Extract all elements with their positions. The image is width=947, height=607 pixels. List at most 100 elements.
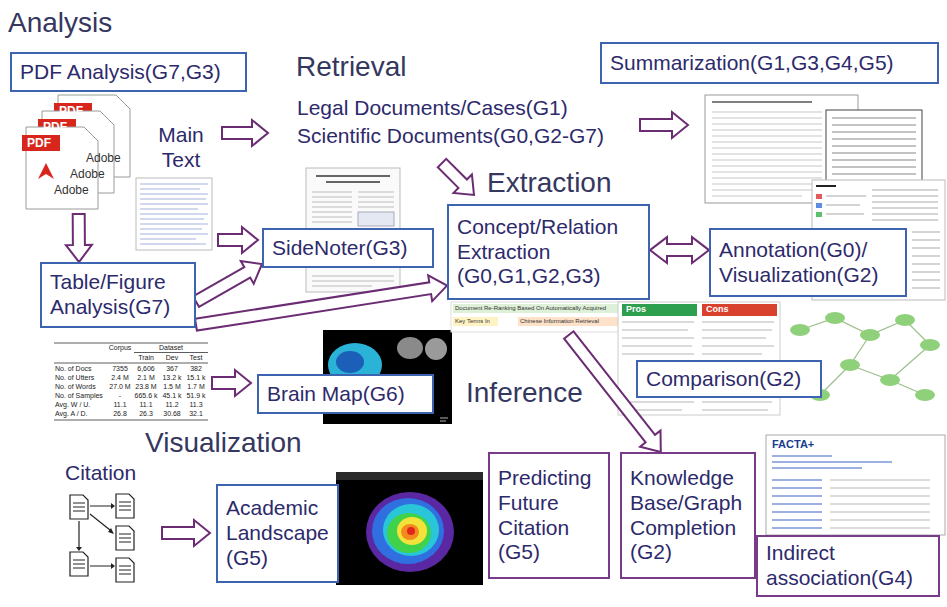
plain-text: Scientific Documents(G0,G2-G7) [297,123,604,148]
comparison-screenshot [618,302,780,415]
cluster-blob [383,504,439,556]
tag-swatch [816,212,822,217]
table-cell: 2.1 M [137,374,155,382]
brain-slice [397,337,423,359]
term-chip [518,317,618,326]
table-cell: 2.4 M [111,374,129,382]
table-cell: 26.8 [113,410,127,418]
citation-link [79,506,111,566]
table-cell: 45.1 k [162,392,181,400]
cluster-blob [397,517,427,545]
term-text: Key Terms In [455,318,490,325]
box-label: Academic Landscape (G5) [226,496,329,570]
document-lines [73,502,131,574]
table-cell: 26.3 [139,410,153,418]
table-cell: 23.8 M [135,383,156,391]
section-heading: Extraction [487,166,612,200]
table-lines [830,480,930,528]
box-label: Concept/Relation Extraction (G0,G1,G2,G3… [457,215,640,289]
graph-node [840,359,860,371]
plain-text: Citation [65,460,136,485]
process-box: Annotation(G0)/ Visualization(G2) [709,228,907,297]
box-label: PDF Analysis(G7,G3) [20,60,237,85]
table-cell: 15.1 k [186,374,205,382]
brain-region [336,351,364,373]
table-header: Corpus [109,344,132,352]
cluster-blob [372,498,444,564]
icon-text: Adobe [70,167,105,181]
graph-node [825,312,845,324]
process-box: Concept/Relation Extraction (G0,G1,G2,G3… [447,204,650,300]
block-arrow [218,227,258,253]
term-text: Document Re-Ranking Based On Automatical… [455,305,606,312]
cluster-blob [387,513,431,553]
landscape-screenshot [336,472,483,585]
table-rule [54,343,208,420]
section-heading: Analysis [8,6,112,40]
block-arrow [222,120,268,146]
graph-node [880,374,900,386]
table-cell: 11.1 [139,401,152,409]
table-cell: 30.68 [163,410,181,418]
term-chip [453,304,638,313]
flow-arrow [66,214,92,262]
process-box: Table/Figure Analysis(G7) [40,262,196,328]
process-box: SideNoter(G3) [262,228,434,268]
term-chip [453,317,498,326]
table-cell: - [119,392,121,400]
table-cell: 11.3 [189,401,202,409]
text-lines [832,118,916,188]
box-label: Comparison(G2) [646,367,812,392]
icon-text: Adobe [54,183,89,197]
text-lines [712,112,822,196]
link-lines [772,456,892,528]
process-box: Knowledge Base/Graph Completion (G2) [620,452,756,579]
plain-text: Legal Documents/Cases(G1) [297,95,568,120]
icon-text: PDF [43,120,67,134]
graph-node [860,329,880,341]
title-lines [316,176,390,182]
table-cell: No. of Utters [55,374,94,382]
tag-swatch [816,203,822,208]
cons-header [702,304,777,316]
icon-text: PDF [27,136,51,150]
cluster-blob [366,492,454,572]
table-cell: 32.1 [189,410,203,418]
section-heading: Retrieval [296,50,406,84]
graph-node [790,324,810,336]
icon-text: PDF [59,104,83,118]
process-box: Indirect association(G4) [756,535,940,597]
text-lines [140,184,208,244]
logo-text: FACTA+ [772,438,814,451]
table-cell: Avg. W / U. [55,401,90,409]
tag-swatch [816,194,822,199]
block-arrow [212,370,251,396]
table-cell: Avg. A / D. [55,410,88,418]
table-cell: No. of Docs [55,365,92,373]
table-cell: 7355 [112,365,128,373]
table-cell: 13.2 k [162,374,181,382]
cluster-blob [407,527,415,535]
table-cell: 367 [166,365,178,373]
table-cell: 382 [190,365,202,373]
header-text: Cons [706,304,729,315]
table-header: Dev [166,354,178,362]
brain-slice [425,338,447,360]
pros-header [622,304,697,316]
box-label: Predicting Future Citation (G5) [498,466,600,565]
pdf-tab [22,135,60,151]
window-bar [336,472,483,480]
table-cell: No. of Samples [55,392,103,400]
title-line [816,185,836,187]
figure-thumb [358,212,394,226]
flow-arrow [195,275,447,330]
table-cell: 11.2 [165,401,178,409]
block-arrow [162,520,210,546]
document-icon [70,494,134,582]
process-box: Summarization(G1,G3,G4,G5) [600,42,939,84]
cluster-blob [401,524,419,540]
box-label: Annotation(G0)/ Visualization(G2) [719,238,897,288]
ui-lines [440,418,448,421]
table-header: Train [138,354,154,362]
